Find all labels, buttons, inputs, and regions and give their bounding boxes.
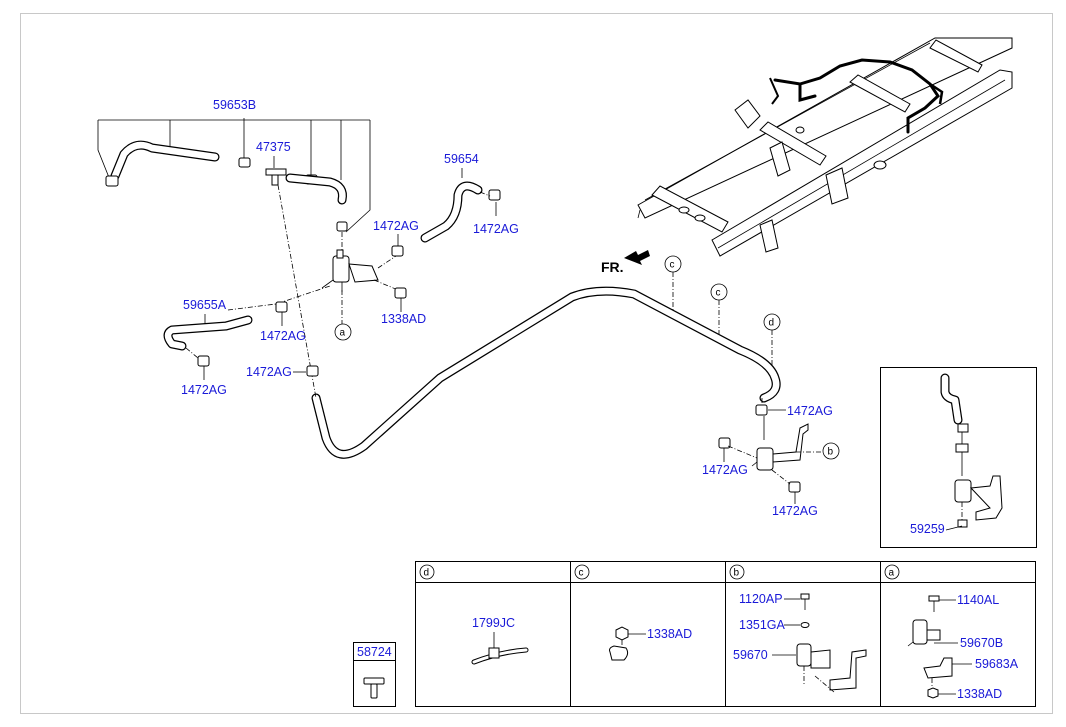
label-59653B: 59653B [213, 98, 256, 112]
clip-icon [197, 355, 210, 367]
label-1338AD: 1338AD [381, 312, 426, 326]
detail-header-d: d [424, 568, 430, 579]
clip-icon [755, 404, 768, 416]
clip-icon [275, 301, 288, 313]
drawing-border [20, 13, 1053, 714]
front-label: FR. [601, 259, 624, 275]
front-arrow-icon [624, 250, 650, 265]
vent-valve-assembly [751, 416, 809, 471]
clip-icon [306, 365, 319, 377]
detail-header-c: c [579, 568, 584, 579]
label-59654: 59654 [444, 152, 479, 166]
main-vapor-pipe [311, 286, 781, 459]
detail-header-a: a [889, 568, 895, 579]
hose-59653B-left [105, 140, 220, 187]
label-59259: 59259 [910, 522, 945, 536]
clip-icon [718, 437, 731, 449]
detail-b-part-59670: 59670 [733, 648, 768, 662]
label-58724: 58724 [357, 645, 392, 659]
callout-a: a [340, 328, 346, 339]
detail-b-part-1351GA: 1351GA [739, 618, 786, 632]
chassis-illustration [637, 37, 1013, 257]
clip-icon [238, 157, 251, 168]
detail-b-part-1120AP: 1120AP [739, 592, 783, 606]
tee-connector-icon [265, 168, 287, 186]
callout-d: d [769, 318, 775, 329]
label-1472AG-e: 1472AG [246, 365, 292, 379]
inset-59259: 59259 [880, 367, 1037, 548]
label-1472AG-d: 1472AG [181, 383, 227, 397]
detail-header-b: b [734, 568, 740, 579]
clip-icon [488, 189, 501, 201]
detail-a-part-59670B: 59670B [960, 636, 1003, 650]
detail-a-part-1140AL: 1140AL [957, 593, 999, 607]
detail-c-part-1338AD: 1338AD [647, 627, 692, 641]
label-1472AG-f: 1472AG [787, 404, 833, 418]
detail-a-part-1338AD: 1338AD [957, 687, 1002, 701]
box-58724: 58724 [353, 642, 396, 707]
label-59653B-leader [97, 118, 371, 233]
label-1472AG-b: 1472AG [373, 219, 419, 233]
nut-icon [394, 287, 407, 299]
label-1472AG-a: 1472AG [473, 222, 519, 236]
front-direction-marker: FR. [601, 250, 650, 275]
label-59655A: 59655A [183, 298, 227, 312]
purge-valve-assembly [321, 249, 379, 292]
clip-icon [391, 245, 404, 257]
detail-table: d c b a 1799JC 1338AD 1120AP 1351GA 5967… [415, 561, 1036, 707]
clip-icon [336, 221, 348, 232]
clip-icon [788, 481, 801, 493]
detail-a-part-59683A: 59683A [975, 657, 1019, 671]
label-1472AG-g: 1472AG [702, 463, 748, 477]
callout-b: b [828, 447, 834, 458]
tee-connector-icon [363, 677, 385, 699]
callout-c-2: c [716, 288, 721, 299]
detail-d-part-1799JC: 1799JC [472, 616, 515, 630]
callout-c-1: c [670, 260, 675, 271]
label-47375: 47375 [256, 140, 291, 154]
label-1472AG-c: 1472AG [260, 329, 306, 343]
label-1472AG-h: 1472AG [772, 504, 818, 518]
